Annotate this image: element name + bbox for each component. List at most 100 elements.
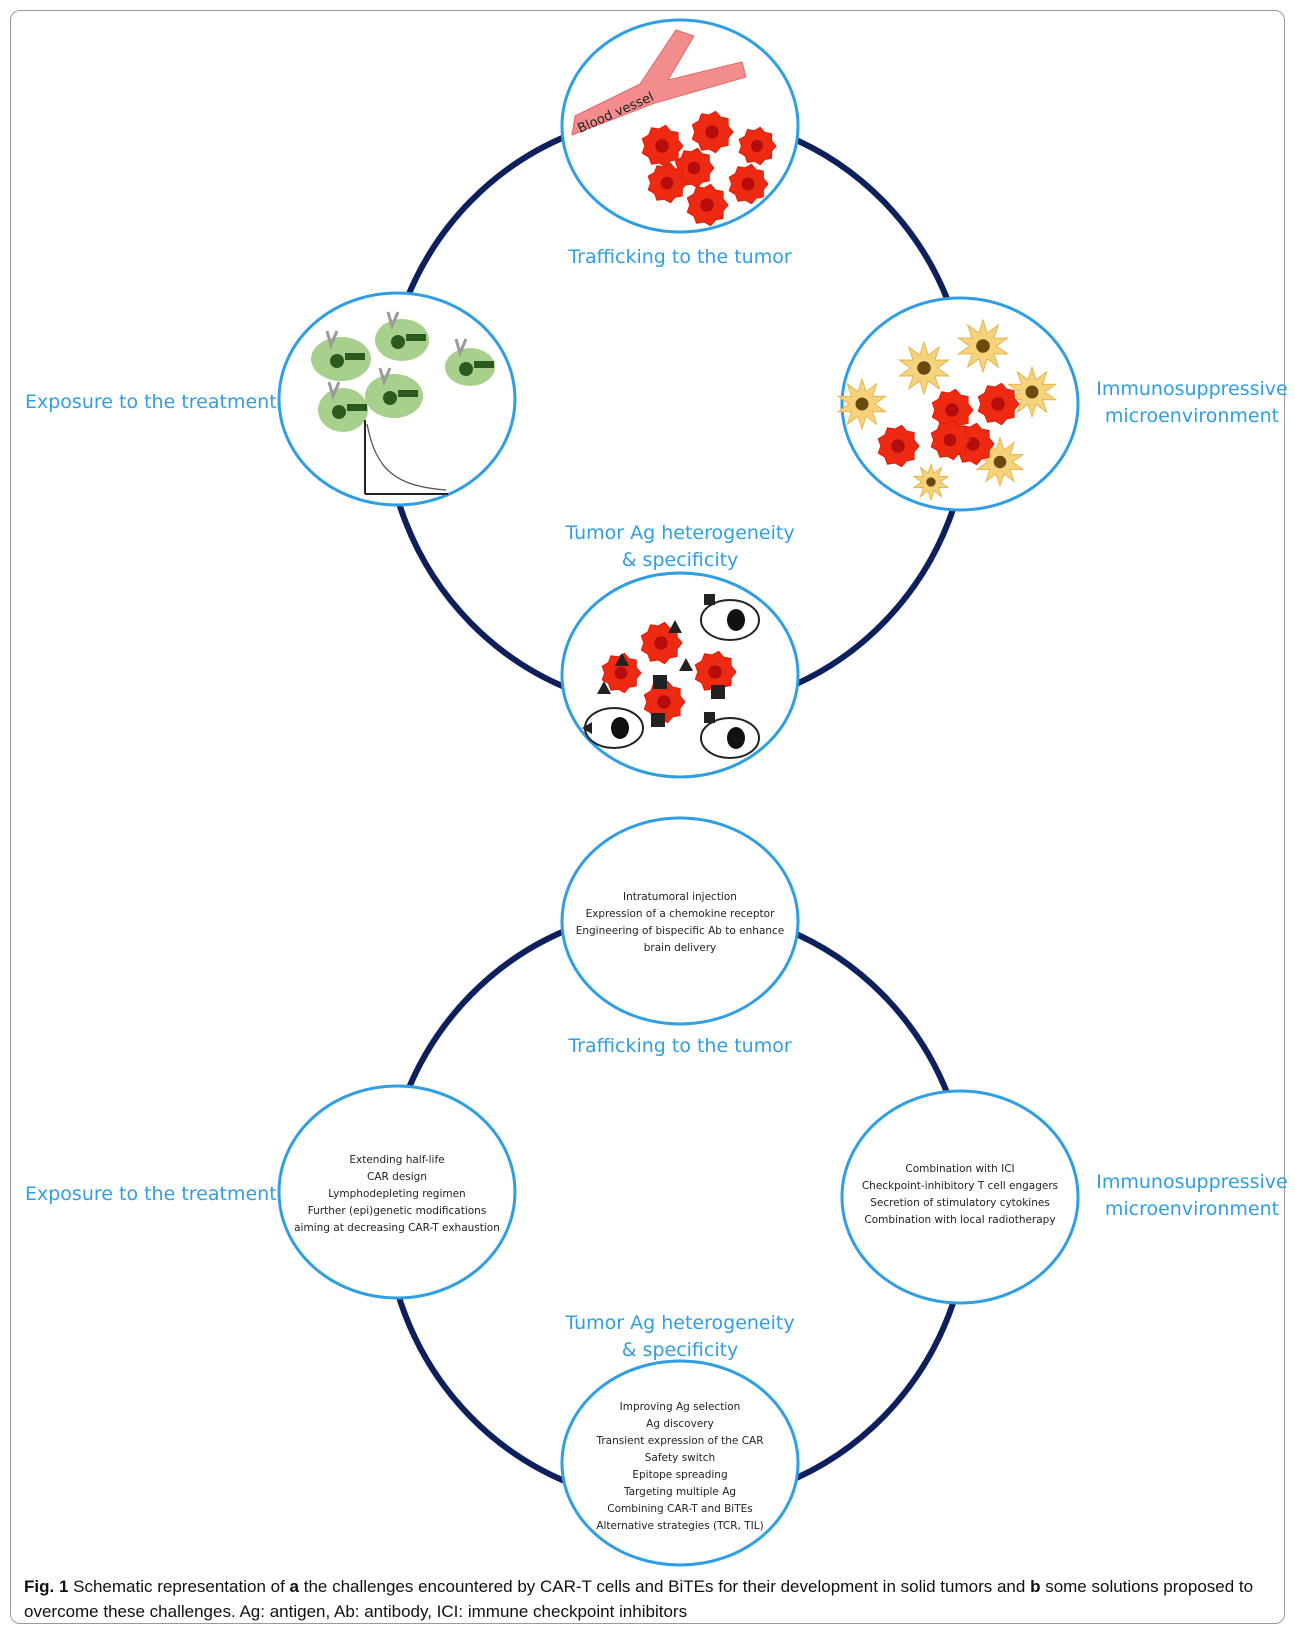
tumor-nucleus (750, 139, 764, 153)
antigen-triangle (668, 620, 682, 633)
label-trafficking-b: Trafficking to the tumor (567, 1035, 791, 1057)
label-immunosuppressive-a-1: Immunosuppressive (1096, 378, 1287, 400)
solution-text: Combination with ICI (905, 1163, 1014, 1175)
suppressor-nucleus (1025, 385, 1039, 399)
suppressor-nucleus (993, 455, 1007, 469)
solution-text: Secretion of stimulatory cytokines (870, 1197, 1050, 1209)
exposure-circle-a (277, 291, 517, 507)
tumor-nucleus (891, 439, 905, 453)
solution-text: CAR design (367, 1171, 427, 1183)
bite-linker (406, 334, 426, 341)
solution-text: Alternative strategies (TCR, TIL) (596, 1520, 763, 1532)
label-heterogeneity-b-1: Tumor Ag heterogeneity (564, 1312, 794, 1334)
tumor-nucleus (657, 695, 671, 709)
tumor-cell-cluster (601, 621, 737, 724)
heterogeneity-circle-b: Improving Ag selection Ag discovery Tran… (560, 1359, 800, 1567)
trafficking-circle-b: Intratumoral injection Expression of a c… (560, 816, 800, 1026)
figure-frame (10, 10, 1285, 1624)
tumor-nucleus (660, 176, 674, 190)
green-cell-nucleus (383, 391, 397, 405)
caption-text: the challenges encountered by CAR-T cell… (299, 1577, 1031, 1596)
caption-text: some solutions proposed to overcome thes… (24, 1577, 1254, 1621)
suppressor-cell-group (836, 318, 1058, 502)
tumor-cell-cluster (641, 110, 777, 227)
antibody-y (327, 381, 341, 401)
antigen-markers (597, 620, 725, 727)
car-t-cells-group (311, 311, 495, 432)
trafficking-circle-a: Blood vessel (560, 18, 800, 234)
suppressor-nucleus (976, 339, 990, 353)
tumor-nucleus (700, 198, 714, 212)
tumor-nucleus (614, 666, 628, 680)
immunosuppressive-circle-b: Combination with ICI Checkpoint-inhibito… (840, 1089, 1080, 1305)
suppressor-nucleus (926, 477, 936, 487)
panel-b: Intratumoral injection Expression of a c… (25, 816, 1288, 1567)
caption-text: Schematic representation of (68, 1577, 290, 1596)
solution-text: Extending half-life (349, 1154, 444, 1166)
solution-text: Further (epi)genetic modifications (308, 1205, 487, 1217)
tumor-nucleus (708, 665, 722, 679)
label-immunosuppressive-b-1: Immunosuppressive (1096, 1171, 1287, 1193)
label-trafficking-a: Trafficking to the tumor (567, 246, 791, 268)
tumor-nucleus (687, 161, 701, 175)
tumor-nucleus (991, 397, 1005, 411)
antigen-triangle (597, 681, 611, 694)
tumor-nucleus (741, 177, 755, 191)
tumor-nucleus (655, 139, 669, 153)
solution-text: Intratumoral injection (623, 891, 737, 903)
tumor-nucleus (705, 125, 719, 139)
antibody-y (454, 338, 468, 358)
antigen-square (651, 713, 665, 727)
solution-text: Combination with local radiotherapy (864, 1214, 1055, 1226)
antigen-square (704, 594, 715, 605)
solution-text: Combining CAR-T and BiTEs (607, 1503, 753, 1515)
label-immunosuppressive-b-2: microenvironment (1105, 1198, 1279, 1220)
solution-text: Targeting multiple Ag (623, 1486, 736, 1498)
green-cell-nucleus (391, 335, 405, 349)
immunosuppressive-circle-a (836, 296, 1080, 512)
figure-label: Fig. 1 (24, 1577, 69, 1596)
label-exposure-b: Exposure to the treatment (25, 1183, 277, 1205)
solution-text: Engineering of bispecific Ab to enhance (576, 925, 785, 937)
caption-panel-a-ref: a (289, 1577, 299, 1596)
tumor-nucleus (943, 433, 957, 447)
solution-text: aiming at decreasing CAR-T exhaustion (294, 1222, 500, 1234)
green-cell-nucleus (330, 354, 344, 368)
bite-linker (347, 404, 367, 411)
label-heterogeneity-a-1: Tumor Ag heterogeneity (564, 522, 794, 544)
normal-cell-group (582, 594, 760, 759)
figure-caption: Fig. 1 Schematic representation of a the… (24, 1574, 1274, 1624)
label-heterogeneity-a-2: & specificity (622, 549, 739, 571)
solution-text: Lymphodepleting regimen (328, 1188, 465, 1200)
bite-linker (345, 353, 365, 360)
antigen-triangle (582, 722, 592, 734)
blood-vessel-shape (571, 29, 747, 136)
solution-text: Ag discovery (646, 1418, 714, 1430)
bite-linker (474, 361, 494, 368)
green-cell-nucleus (332, 405, 346, 419)
heterogeneity-circle-a (560, 571, 800, 779)
normal-nucleus (727, 727, 745, 749)
tumor-nucleus (654, 636, 668, 650)
antigen-square (711, 685, 725, 699)
antibody-y (386, 311, 400, 331)
suppressor-nucleus (855, 397, 869, 411)
antigen-square (653, 675, 667, 689)
antibody-y (378, 367, 392, 387)
antigen-triangle (615, 653, 629, 666)
normal-nucleus (611, 717, 629, 739)
label-heterogeneity-b-2: & specificity (622, 1339, 739, 1361)
bite-linker (398, 390, 418, 397)
antigen-triangle (679, 658, 693, 671)
solution-text: Expression of a chemokine receptor (586, 908, 776, 920)
solution-text: Transient expression of the CAR (595, 1435, 763, 1447)
tumor-nucleus (945, 403, 959, 417)
green-cell-nucleus (459, 362, 473, 376)
suppressor-nucleus (917, 361, 931, 375)
exposure-circle-b: Extending half-life CAR design Lymphodep… (277, 1084, 517, 1300)
panel-a: Blood vessel Trafficking to the tumor Ex… (25, 18, 1288, 779)
caption-panel-b-ref: b (1030, 1577, 1041, 1596)
label-exposure-a: Exposure to the treatment (25, 391, 277, 413)
normal-nucleus (727, 609, 745, 631)
